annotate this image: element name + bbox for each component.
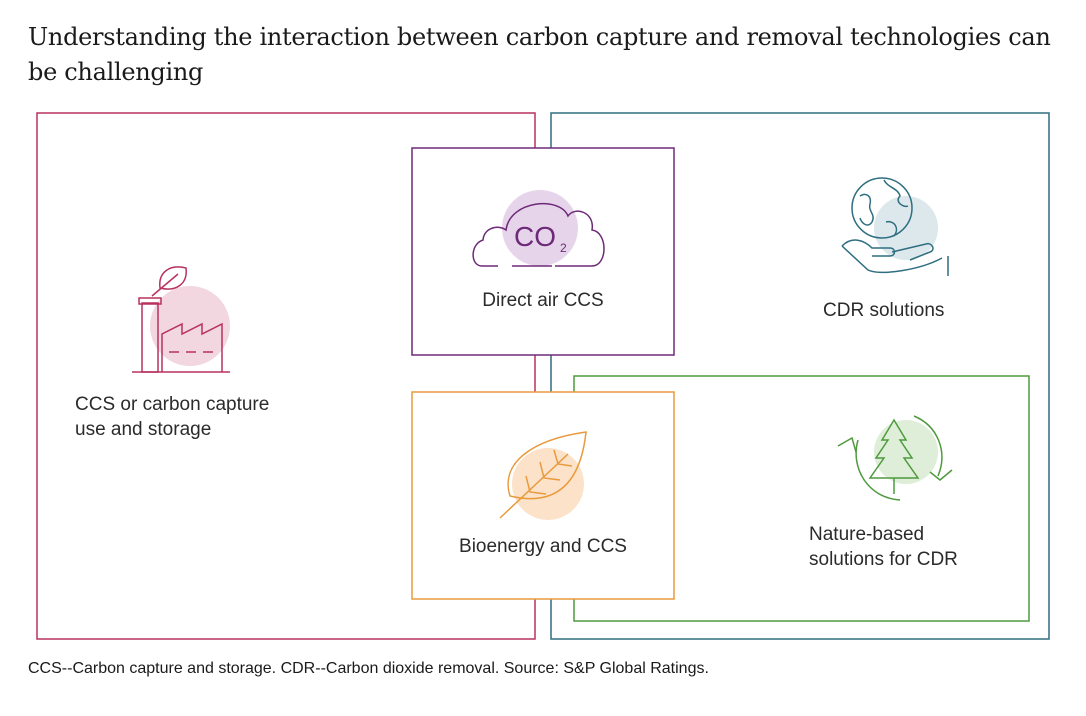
cloud-co2-icon: CO 2 bbox=[472, 190, 605, 267]
beccs-label: Bioenergy and CCS bbox=[459, 536, 627, 557]
leaf-icon bbox=[499, 431, 587, 520]
nature-label-line1: Nature-based bbox=[809, 524, 925, 545]
nature-label: Nature-based solutions for CDR bbox=[809, 522, 958, 572]
co2-text: CO bbox=[514, 221, 556, 252]
footnote: CCS--Carbon capture and storage. CDR--Ca… bbox=[28, 660, 709, 677]
tree-recycle-icon bbox=[837, 415, 953, 501]
diagram-title: Understanding the interaction between ca… bbox=[28, 23, 1051, 86]
cdr-label: CDR solutions bbox=[823, 300, 945, 321]
ccs-label-line2: use and storage bbox=[75, 419, 212, 440]
dac-label: Direct air CCS bbox=[482, 290, 604, 311]
nature-label-line2: solutions for CDR bbox=[809, 549, 958, 570]
factory-icon bbox=[132, 266, 230, 373]
co2-subscript: 2 bbox=[560, 241, 567, 255]
ccs-label: CCS or carbon capture use and storage bbox=[75, 392, 269, 442]
ccs-box bbox=[36, 112, 536, 640]
cdr-box bbox=[550, 112, 1050, 640]
globe-hand-icon bbox=[841, 177, 949, 276]
ccs-label-line1: CCS or carbon capture bbox=[75, 394, 270, 415]
